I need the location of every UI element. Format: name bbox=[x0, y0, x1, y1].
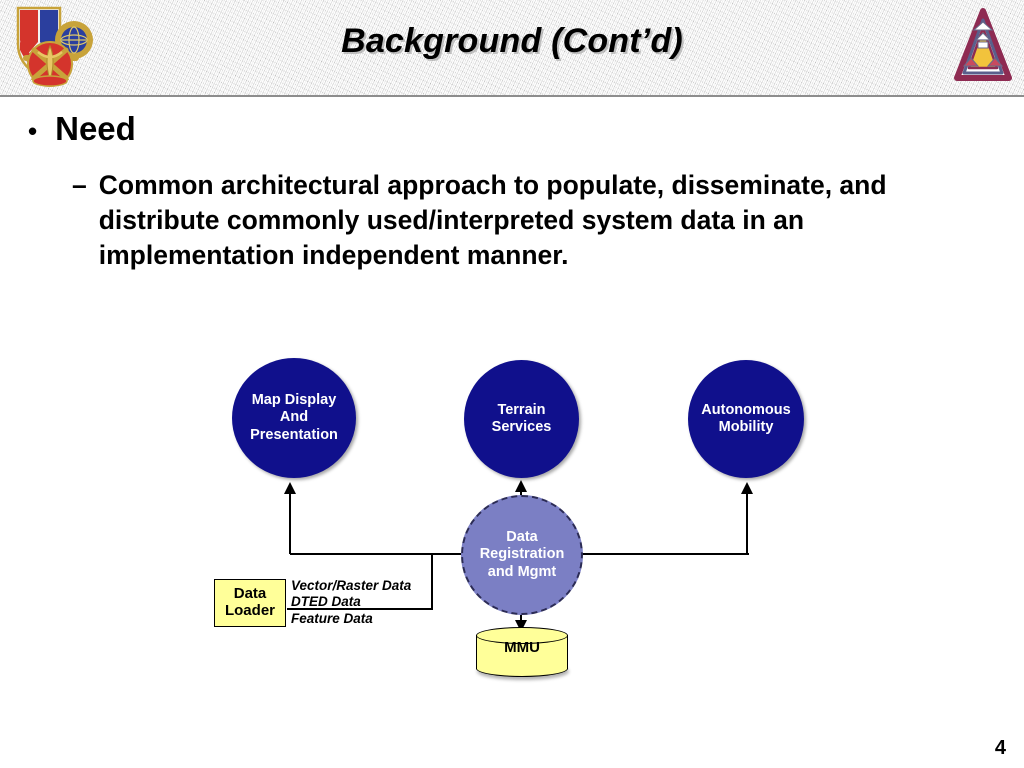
edge-label-feature-data: Feature Data bbox=[291, 610, 373, 626]
edge-label-vector-raster-data: Vector/Raster Data bbox=[291, 578, 412, 593]
bullet-level1: • Need bbox=[28, 110, 136, 148]
node-map-display[interactable]: Map Display And Presentation bbox=[232, 358, 356, 478]
node-mmu-datastore[interactable]: MMU bbox=[476, 627, 568, 677]
node-data-loader[interactable]: Data Loader bbox=[214, 579, 286, 627]
bullet-level2-text: Common architectural approach to populat… bbox=[98, 170, 887, 270]
node-terrain-line2: Services bbox=[491, 419, 552, 435]
node-drm-line3: and Mgmt bbox=[487, 563, 557, 580]
node-autonomous-mobility[interactable]: Autonomous Mobility bbox=[688, 360, 804, 478]
bullet-marker-icon: • bbox=[28, 116, 38, 146]
node-terrain-line1: Terrain bbox=[497, 401, 546, 418]
architecture-diagram: Map Display And Presentation Terrain Ser… bbox=[0, 330, 1024, 720]
slide-header: Background (Cont’d) bbox=[0, 0, 1024, 97]
node-drm-line1: Data bbox=[506, 529, 538, 546]
triangle-unit-patch-icon bbox=[954, 8, 1012, 81]
node-data-registration-and-mgmt[interactable]: Data Registration and Mgmt bbox=[461, 495, 583, 615]
page-number: 4 bbox=[994, 737, 1006, 759]
edge-label-group: Vector/Raster Data DTED Data Feature Dat… bbox=[291, 578, 411, 627]
node-terrain-services[interactable]: Terrain Services bbox=[464, 360, 579, 478]
page-title: Background (Cont’d) bbox=[341, 22, 683, 60]
node-autonomous-line1: Autonomous bbox=[701, 401, 791, 418]
node-mmu-label: MMU bbox=[504, 639, 540, 656]
node-drm-line2: Registration bbox=[479, 546, 565, 563]
node-map-display-line2: And bbox=[279, 409, 309, 426]
bullet-level2: – Common architectural approach to popul… bbox=[72, 168, 1007, 273]
node-map-display-line3: Presentation bbox=[250, 426, 338, 443]
node-data-loader-line1: Data bbox=[233, 585, 267, 603]
node-map-display-line1: Map Display bbox=[251, 392, 337, 409]
dash-marker-icon: – bbox=[72, 170, 87, 200]
bullet-level1-text: Need bbox=[55, 110, 136, 147]
node-data-loader-line2: Loader bbox=[224, 602, 275, 619]
edge-label-dted-data: DTED Data bbox=[291, 594, 361, 610]
node-autonomous-line2: Mobility bbox=[718, 419, 774, 435]
military-unit-crest-icon bbox=[16, 6, 93, 87]
